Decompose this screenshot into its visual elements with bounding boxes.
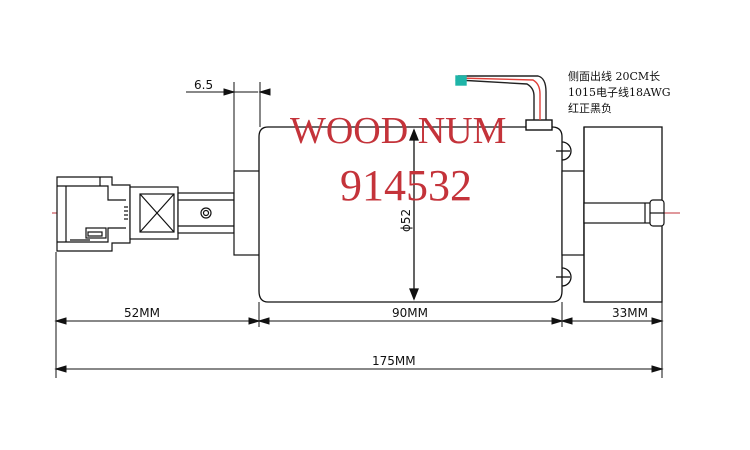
length-dimensions xyxy=(54,252,664,378)
rear-assembly xyxy=(561,126,665,303)
watermark-line2: 914532 xyxy=(340,161,472,210)
body-length-label: 90MM xyxy=(392,306,428,320)
front-boss xyxy=(233,170,261,256)
total-length-label: 175MM xyxy=(372,354,416,368)
wire-note-line3: 红正黑负 xyxy=(568,101,612,115)
motor-body xyxy=(258,126,572,303)
diameter-label: ϕ52 xyxy=(399,209,413,232)
coupling xyxy=(129,186,235,240)
left-length-label: 52MM xyxy=(124,306,160,320)
wire-exit xyxy=(455,75,553,131)
wire-note-line1: 侧面出线 20CM长 xyxy=(568,69,660,83)
watermark-line1: WOOD NUM xyxy=(290,110,506,152)
right-length-label: 33MM xyxy=(612,306,648,320)
offset-label: 6.5 xyxy=(194,78,213,92)
wire-note-line2: 1015电子线18AWG xyxy=(568,85,671,99)
left-connector xyxy=(56,176,131,252)
offset-dimension xyxy=(186,82,271,171)
set-screw-icon xyxy=(200,207,212,219)
